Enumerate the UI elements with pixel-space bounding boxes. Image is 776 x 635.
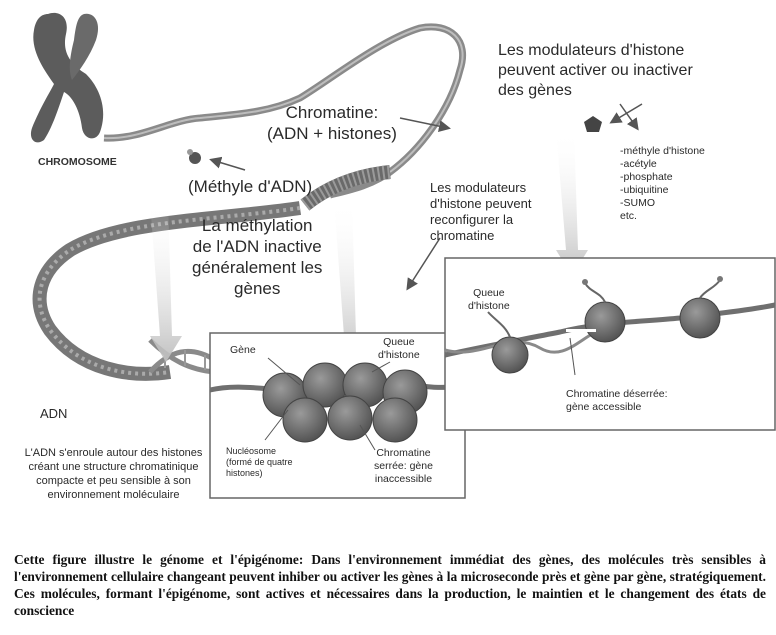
label-chromatine-deserree: Chromatine déserrée: gène accessible <box>566 388 668 413</box>
label-methylation: La méthylation de l'ADN inactive général… <box>192 216 323 298</box>
open-chromatin-box <box>444 257 776 431</box>
label-adn: ADN <box>40 406 68 421</box>
label-modulateurs-reconfigurer: Les modulateurs d'histone peuvent reconf… <box>430 180 532 243</box>
label-methyle-adn: (Méthyle d'ADN) <box>188 177 313 196</box>
arrow-chromatine <box>334 200 366 362</box>
arrow-modulateurs <box>556 130 588 276</box>
label-modifications-list: -méthyle d'histone -acétyle -phosphate -… <box>620 145 705 222</box>
epigenome-diagram: CHROMOSOME Chromatine: (ADN + histones) … <box>24 12 776 501</box>
label-chromatine: Chromatine: (ADN + histones) <box>267 103 397 143</box>
label-queue-histone-right: Queue d'histone <box>468 287 510 312</box>
nucleosome-cluster <box>262 362 428 443</box>
chromosome-shape <box>30 12 104 143</box>
pointer-reconfig <box>406 237 441 291</box>
label-adn-enroule: L'ADN s'enroule autour des histones créa… <box>24 447 203 501</box>
chromatin-coil <box>300 165 391 211</box>
label-chromatine-serree: Chromatine serrée: gène inaccessible <box>374 447 433 485</box>
methyl-group-icon <box>187 149 201 164</box>
pointer-chromatine <box>399 117 451 133</box>
pointer-modifications <box>619 103 639 131</box>
figure-caption: Cette figure illustre le génome et l'épi… <box>14 552 766 618</box>
pointer-methyle <box>209 156 246 171</box>
diagram-drawing <box>30 12 776 499</box>
label-modulateurs-activer: Les modulateurs d'histone peuvent active… <box>498 42 693 99</box>
histone-modulator-icon <box>584 116 602 132</box>
tight-chromatin-box <box>209 332 466 499</box>
label-gene: Gène <box>230 344 256 356</box>
label-chromosome: CHROMOSOME <box>38 156 117 168</box>
arrow-methylation <box>150 200 182 362</box>
label-nucleosome: Nucléosome (formé de quatre histones) <box>226 446 293 478</box>
label-queue-histone-left: Queue d'histone <box>378 336 420 361</box>
